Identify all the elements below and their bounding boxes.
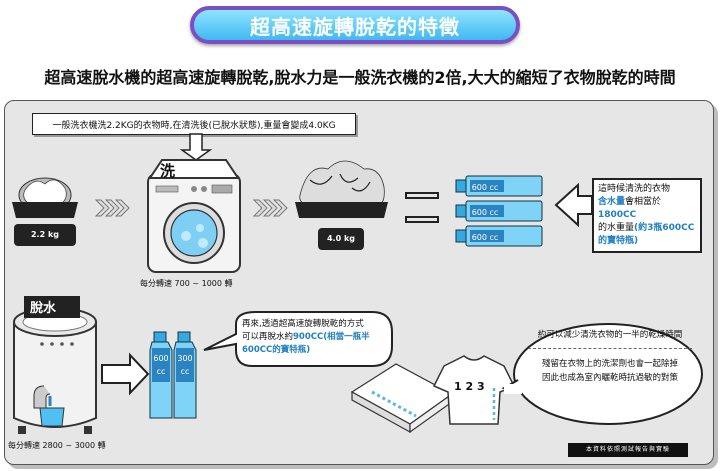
washer-label: 洗 [160,162,176,180]
rb2-text: 約可以減少清洗衣物的一半的乾燥時間 殘留在衣物上的洗潔劑也會一起除掉 因此也成為… [528,328,692,385]
folded-towels [350,363,454,434]
equals-sign [405,192,439,223]
scale-after [295,160,388,250]
rb-line2: 會相當於 [625,197,662,207]
shirt-text: 1 2 3 [454,380,485,393]
small-bottles [149,331,197,419]
rb2-bottom2: 因此也成為室內曬乾時抗過敏的對策 [541,373,678,383]
right-bubble: 這時候清洗的衣物 含水量會相當於 1800CC 的水重量(約3瓶600CC的寶特瓶… [592,178,702,253]
note-arrow [179,133,213,161]
footer-mark: 本資料依照測試報告與實驗 [568,443,688,457]
scale-before-label: 2.2 kg [30,230,59,239]
dryer-label: 脫水 [30,301,57,316]
rb-hl1: 含水量 [598,197,626,207]
bubble-arrow-right [554,182,593,228]
rb-line3: 的水重量 [598,223,635,233]
mb-hl2: (相當一瓶半600CC的寶特瓶) [242,332,370,355]
outline-arrow [101,352,150,396]
scale-before [12,177,78,246]
bottle-label-3: 600 cc [471,233,499,242]
rb2-bottom1: 殘留在衣物上的洗潔劑也會一起除掉 [541,359,678,369]
small-bottle-label-600: 600 cc [153,354,169,376]
rb-hl2: 1800CC [598,210,637,220]
rb2-top: 約可以減少清洗衣物的一半的乾燥時間 [528,328,692,349]
bottle-label-2: 600 cc [471,208,499,217]
washing-machine [147,159,241,273]
mb-line1: 再來,透過超高速旋轉脫乾的方式 [242,319,364,329]
right-bubble-2 [501,323,703,425]
mb-line2: 可以再脫水約 [242,332,294,342]
small-bottle-label-300: 300 cc [177,354,193,376]
mb-hl1: 900CC [293,332,324,342]
bottle-label-1: 600 cc [471,183,499,192]
chevrons-2 [252,199,288,217]
dryer-caption: 每分轉速 2800 ~ 3000 轉 [8,441,106,450]
page-title: 超高速旋轉脫乾的特徵 [250,14,460,39]
mid-bubble-text: 再來,透過超高速旋轉脫乾的方式 可以再脫水約900CC(相當一瓶半600CC的寶… [242,318,388,357]
spin-dryer [13,296,97,434]
scale-after-label: 4.0 kg [326,234,355,243]
subtitle: 超高速脫水機的超高速旋轉脫乾,脫水力是一般洗衣機的2倍,大大的縮短了衣物脫乾的時… [44,68,676,87]
rb-hl3: (約3瓶600CC的寶特瓶) [598,223,695,246]
tshirt [432,355,516,425]
mid-bubble-shape [203,311,393,367]
chevrons-1 [94,199,130,217]
rb-line1: 這時候清洗的衣物 [598,184,671,194]
footer-mark-text: 本資料依照測試報告與實驗 [585,446,670,453]
bottles-stack [455,175,543,247]
washer-caption: 每分轉速 700 ~ 1000 轉 [140,279,233,288]
title-pill: 超高速旋轉脫乾的特徵 [190,6,520,44]
